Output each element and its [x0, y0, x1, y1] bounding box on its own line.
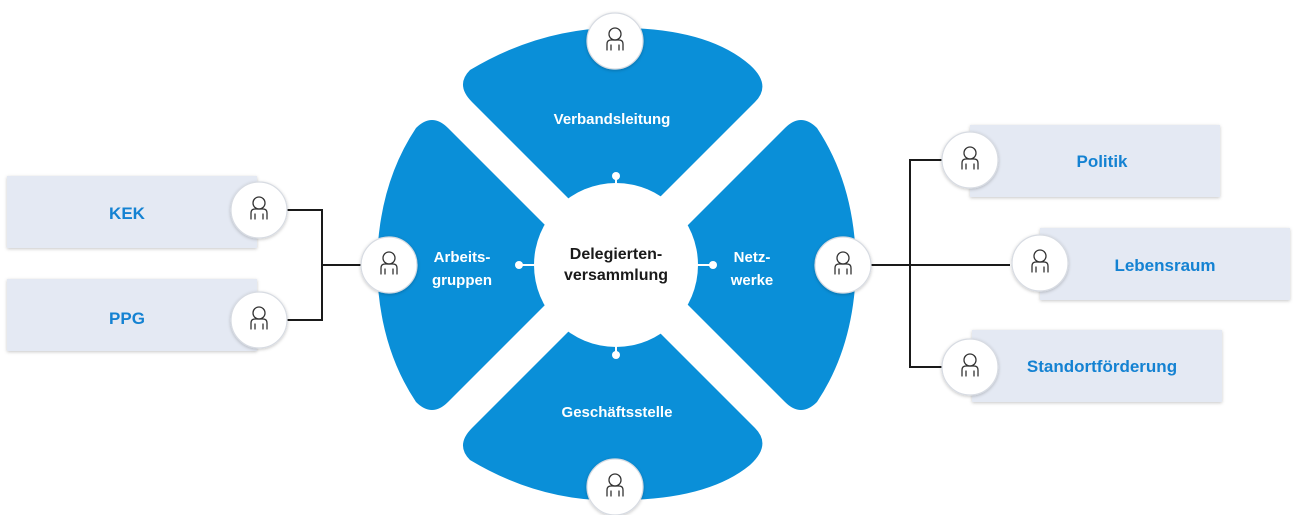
right-box-politik: Politik — [970, 125, 1220, 197]
petal-right-label-line1: Netz- — [734, 249, 771, 266]
person-icon — [230, 291, 288, 349]
petal-left-label-line2: gruppen — [432, 272, 492, 289]
right-connector — [870, 159, 1010, 368]
left-connector — [287, 209, 362, 321]
right-box-standortfoerderung: Standortförderung — [972, 330, 1222, 402]
person-icon — [941, 131, 999, 189]
petal-left-arbeitsgruppen: Arbeits- gruppen — [377, 120, 555, 410]
right-box-politik-label: Politik — [1076, 152, 1128, 171]
right-box-lebensraum-label: Lebensraum — [1114, 256, 1215, 275]
left-box-kek: KEK — [7, 176, 257, 248]
right-box-standortfoerderung-label: Standortförderung — [1027, 357, 1177, 376]
person-icon — [941, 338, 999, 396]
person-icon — [230, 181, 288, 239]
petal-top-label: Verbandsleitung — [554, 111, 671, 128]
petal-bottom-geschaeftsstelle: Geschäftsstelle — [462, 318, 763, 501]
left-box-ppg-label: PPG — [109, 309, 145, 328]
person-icon — [586, 12, 644, 70]
person-icon — [814, 236, 872, 294]
petal-right-label-line2: werke — [730, 272, 774, 289]
left-box-ppg: PPG — [7, 279, 257, 351]
person-icon — [360, 236, 418, 294]
center-label-line1: Delegierten- — [570, 246, 662, 263]
left-box-kek-label: KEK — [109, 204, 146, 223]
center-node: Delegierten- versammlung — [515, 172, 717, 359]
right-box-lebensraum: Lebensraum — [1040, 228, 1290, 300]
petal-bottom-label: Geschäftsstelle — [562, 404, 673, 421]
person-icon — [586, 458, 644, 515]
petal-right-netzwerke: Netz- werke — [678, 120, 856, 410]
person-icon — [1011, 234, 1069, 292]
petal-left-label-line1: Arbeits- — [434, 249, 491, 266]
petal-top-verbandsleitung: Verbandsleitung — [462, 27, 763, 212]
center-label-line2: versammlung — [564, 267, 668, 284]
